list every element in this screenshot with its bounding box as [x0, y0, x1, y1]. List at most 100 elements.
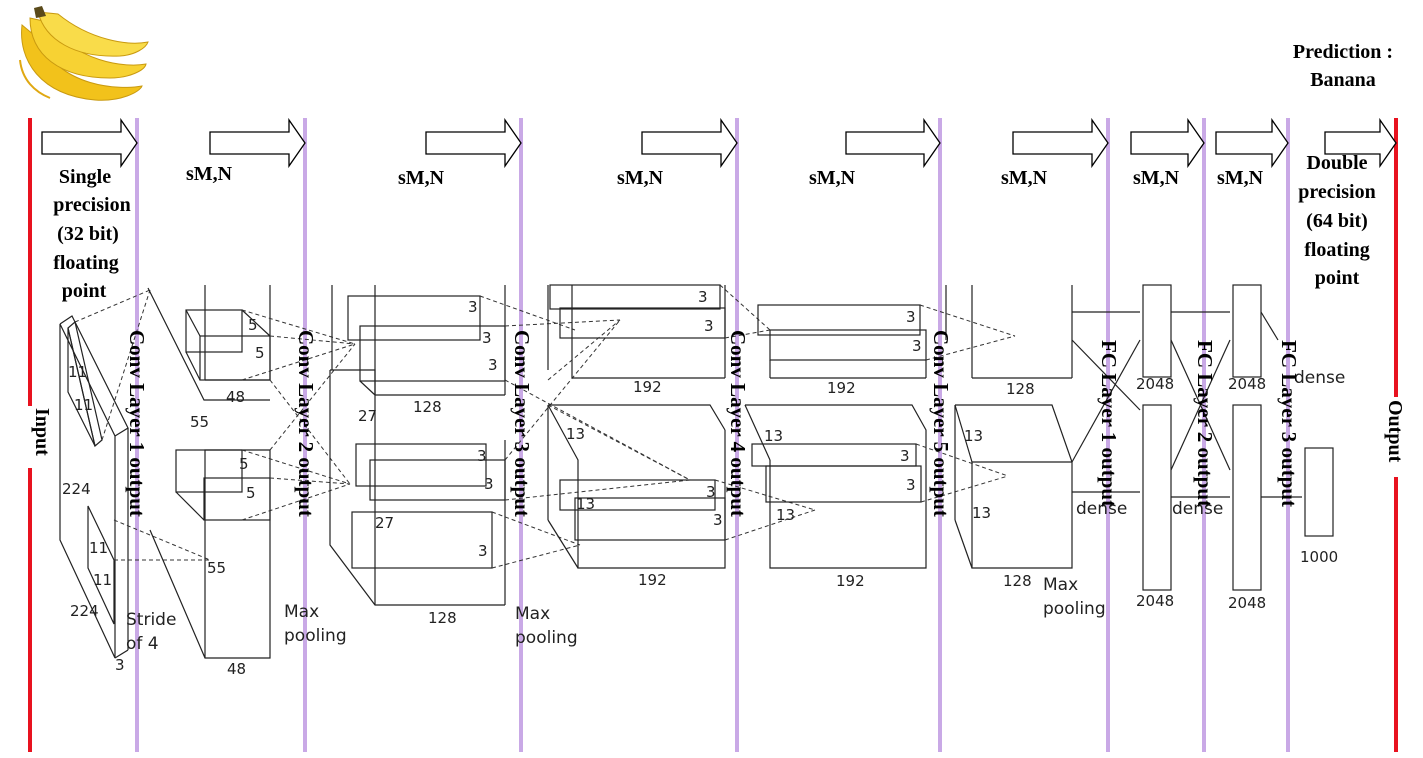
pooling-label: pooling — [515, 628, 578, 648]
precision-line: precision — [53, 194, 130, 216]
precision-line: point — [1315, 267, 1360, 289]
format-label: sM,N — [186, 163, 233, 185]
flow-arrow — [210, 120, 305, 166]
prediction-title: Prediction : — [1293, 41, 1393, 63]
dim-label: 13 — [764, 427, 783, 445]
dim-label: 3 — [912, 337, 922, 355]
dim-label: 3 — [713, 511, 723, 529]
dim-label: 3 — [900, 447, 910, 465]
dim-label: 192 — [827, 379, 856, 397]
dim-label: 13 — [964, 427, 983, 445]
flow-arrow — [1013, 120, 1108, 166]
output-boundary-label: Output — [1384, 400, 1406, 463]
dim-label: 27 — [375, 514, 394, 532]
fc3-vector — [1305, 448, 1333, 536]
stage-label: FC Layer 3 output — [1277, 340, 1301, 507]
dim-label: 3 — [906, 476, 916, 494]
dim-label: 3 — [115, 656, 125, 674]
fc1-top-vector — [1143, 285, 1171, 377]
data-flow-arrows — [42, 120, 1396, 166]
format-label: sM,N — [1001, 167, 1048, 189]
dim-label: 11 — [93, 571, 112, 589]
dim-label: 224 — [62, 480, 91, 498]
stride-label: of 4 — [126, 634, 159, 654]
dim-label: 55 — [190, 413, 209, 431]
stage-label: Conv Layer 2 output — [294, 330, 318, 517]
flow-arrow — [426, 120, 521, 166]
dim-label: 55 — [207, 559, 226, 577]
dim-label: 5 — [239, 455, 249, 473]
dim-label: 13 — [566, 425, 585, 443]
precision-line: Double — [1306, 152, 1367, 174]
format-label: sM,N — [398, 167, 445, 189]
pooling-label: Max — [284, 602, 319, 622]
flow-arrow — [1216, 120, 1288, 166]
dim-label: 128 — [1006, 380, 1035, 398]
fc2-top-vector — [1233, 285, 1261, 377]
dim-label: 5 — [255, 344, 265, 362]
prediction-value: Banana — [1310, 69, 1376, 91]
dim-label: 192 — [633, 378, 662, 396]
fc1-bottom-vector — [1143, 405, 1171, 590]
dim-label: 128 — [1003, 572, 1032, 590]
precision-line: (64 bit) — [1306, 210, 1368, 232]
format-label: sM,N — [1217, 167, 1264, 189]
dim-label: 5 — [246, 484, 256, 502]
flow-arrow — [1131, 120, 1204, 166]
dim-label: 224 — [70, 602, 99, 620]
flow-arrow — [846, 120, 940, 166]
stage-label: FC Layer 2 output — [1193, 340, 1217, 507]
dim-label: 128 — [413, 398, 442, 416]
dim-label: 3 — [477, 447, 487, 465]
stage-label: Conv Layer 3 output — [510, 330, 534, 517]
dim-label: 3 — [484, 475, 494, 493]
pooling-label: Max — [1043, 575, 1078, 595]
input-boundary-label: Input — [31, 408, 53, 456]
dim-label: 1000 — [1300, 548, 1338, 566]
dim-label: 3 — [482, 329, 492, 347]
dim-label: 48 — [226, 388, 245, 406]
dim-label: 11 — [89, 539, 108, 557]
dim-label: 128 — [428, 609, 457, 627]
dim-label: 2048 — [1228, 375, 1266, 393]
dim-label: 3 — [706, 483, 716, 501]
fc2-bottom-vector — [1233, 405, 1261, 590]
input-precision-note: Single precision (32 bit) floating point — [53, 166, 130, 302]
dim-label: 13 — [776, 506, 795, 524]
precision-line: floating — [53, 252, 119, 274]
dim-label: 3 — [478, 542, 488, 560]
stride-label: Stride — [126, 610, 176, 630]
pooling-label: pooling — [1043, 599, 1106, 619]
kernel-cube — [186, 310, 242, 352]
dim-label: 3 — [698, 288, 708, 306]
dim-label: 27 — [358, 407, 377, 425]
flow-arrow — [642, 120, 737, 166]
dim-label: 2048 — [1228, 594, 1266, 612]
network-labels: 224 224 3 11 11 11 11 Stride of 4 55 55 … — [62, 288, 1345, 678]
dim-label: 2048 — [1136, 592, 1174, 610]
dim-label: 3 — [906, 308, 916, 326]
format-label: sM,N — [617, 167, 664, 189]
dim-label: 3 — [488, 356, 498, 374]
flow-arrow — [42, 120, 137, 166]
dim-label: 13 — [576, 495, 595, 513]
format-labels: sM,N sM,N sM,N sM,N sM,N sM,N sM,N — [186, 163, 1264, 189]
banana-image — [20, 6, 148, 100]
dim-label: 11 — [74, 396, 93, 414]
dim-label: 3 — [468, 298, 478, 316]
precision-line: precision — [1298, 181, 1375, 203]
precision-line: floating — [1304, 239, 1370, 261]
stage-label: Conv Layer 1 output — [125, 330, 149, 517]
pooling-label: pooling — [284, 626, 347, 646]
dim-label: 3 — [704, 317, 714, 335]
dim-label: 11 — [68, 363, 87, 381]
output-precision-note: Double precision (64 bit) floating point — [1298, 152, 1375, 289]
stage-label: Conv Layer 5 output — [929, 330, 953, 517]
stage-label: FC Layer 1 output — [1097, 340, 1121, 507]
dim-label: 5 — [248, 316, 258, 334]
dim-label: 2048 — [1136, 375, 1174, 393]
pooling-label: Max — [515, 604, 550, 624]
dim-label: 48 — [227, 660, 246, 678]
precision-line: point — [62, 280, 107, 302]
